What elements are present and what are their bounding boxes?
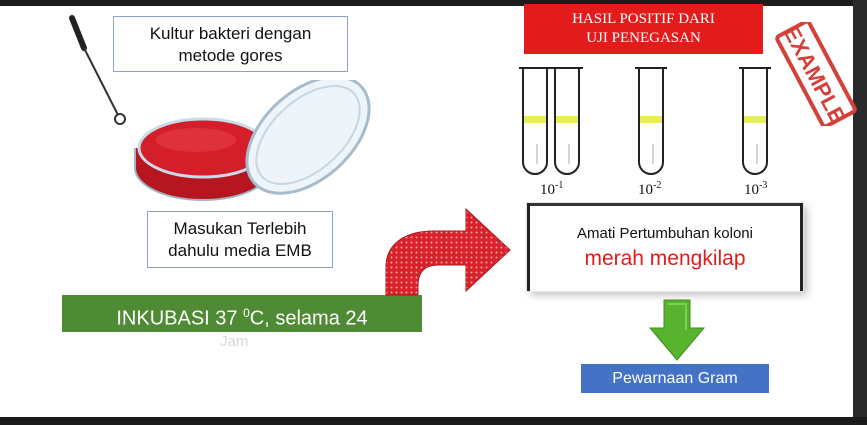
conc-3-exp: -3 bbox=[759, 180, 768, 191]
amati-top-bar bbox=[527, 203, 803, 206]
kultur-line-1: Kultur bakteri dengan bbox=[149, 24, 312, 43]
tube-group-1 bbox=[519, 67, 583, 175]
masukan-line-1: Masukan Terlebih bbox=[173, 219, 307, 238]
masukan-label-box: Masukan Terlebih dahulu media EMB bbox=[147, 211, 333, 268]
amati-box: Amati Pertumbuhan koloni merah mengkilap bbox=[527, 203, 803, 291]
inoculating-loop-icon bbox=[69, 15, 126, 125]
conc-1-base: 10 bbox=[540, 182, 555, 198]
frame-bottom bbox=[0, 417, 867, 425]
inkubasi-sup: 0 bbox=[243, 306, 250, 320]
frame-right bbox=[853, 0, 867, 425]
conc-1-exp: -1 bbox=[555, 180, 564, 191]
gram-banner: Pewarnaan Gram bbox=[581, 364, 769, 393]
inkubasi-banner: INKUBASI 37 0C, selama 24 bbox=[62, 295, 422, 332]
conc-2-exp: -2 bbox=[653, 180, 662, 191]
amati-right-bar bbox=[800, 203, 803, 291]
masukan-line-2: dahulu media EMB bbox=[168, 241, 312, 260]
conc-3-base: 10 bbox=[744, 182, 759, 198]
kultur-label-box: Kultur bakteri dengan metode gores bbox=[113, 16, 348, 72]
inkubasi-post: C, selama 24 bbox=[249, 307, 368, 330]
test-tube-icon bbox=[519, 67, 771, 175]
hasil-banner: HASIL POSITIF DARI UJI PENEGASAN bbox=[524, 4, 763, 54]
amati-line-2: merah mengkilap bbox=[584, 247, 746, 270]
tube-3 bbox=[739, 67, 771, 175]
amati-line-1: Amati Pertumbuhan koloni bbox=[577, 225, 753, 242]
example-stamp-icon: EXAMPLE bbox=[775, 22, 857, 126]
curved-arrow-icon bbox=[385, 207, 511, 296]
inkubasi-pre: INKUBASI 37 bbox=[116, 307, 244, 330]
petri-dish-icon bbox=[134, 80, 371, 201]
inkubasi-jam: Jam bbox=[220, 333, 249, 350]
conc-2-base: 10 bbox=[638, 182, 653, 198]
tube-2 bbox=[635, 67, 667, 175]
conc-label-3: 10-3 bbox=[744, 180, 767, 199]
down-arrow-icon bbox=[648, 299, 706, 361]
hasil-line-1: HASIL POSITIF DARI bbox=[572, 11, 715, 27]
frame-top bbox=[0, 0, 867, 6]
conc-label-2: 10-2 bbox=[638, 180, 661, 199]
amati-left-bar bbox=[527, 203, 530, 291]
conc-label-1: 10-1 bbox=[540, 180, 563, 199]
kultur-line-2: metode gores bbox=[178, 46, 283, 65]
hasil-line-2: UJI PENEGASAN bbox=[586, 30, 701, 46]
